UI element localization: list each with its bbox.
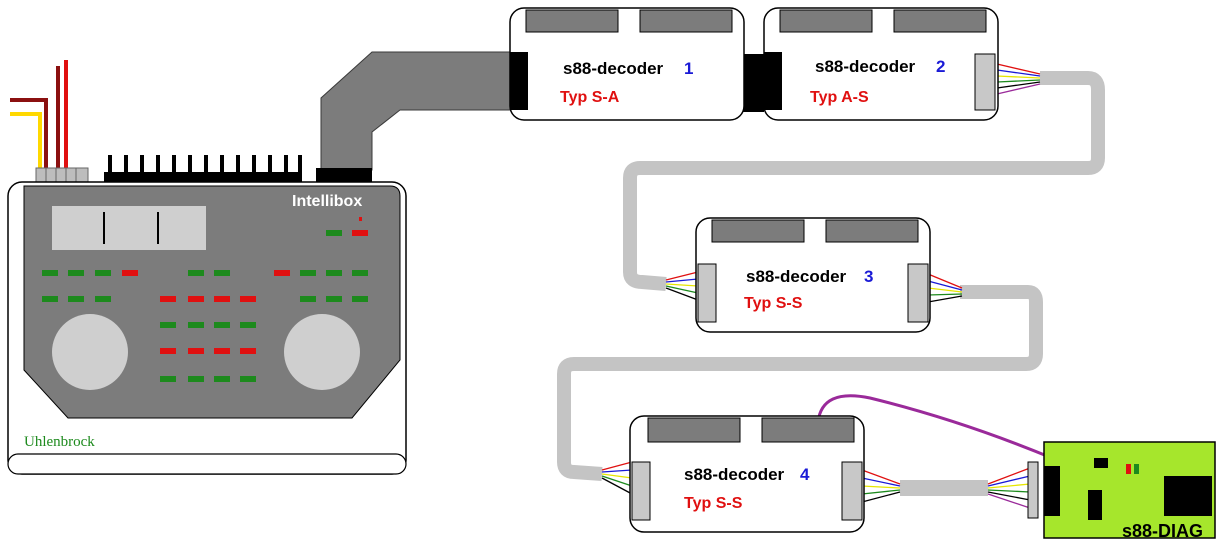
led	[352, 230, 368, 236]
purple-wire-decoder-4-to-diag	[816, 394, 1053, 460]
decoder-4: s88-decoder 4 Typ S-S	[629, 415, 865, 533]
decoder-3-type: Typ S-S	[744, 295, 803, 312]
decoder-1-number: 1	[684, 59, 693, 78]
cable-decoder-3-to-decoder-4	[557, 285, 1043, 481]
diag-input-housing	[1044, 466, 1060, 516]
decoder-1-label: s88-decoder	[563, 59, 664, 78]
decoder-2-block-right	[893, 9, 987, 33]
decoder-1: s88-decoder 1 Typ S-A	[509, 7, 745, 121]
intellibox-device: Intellibox	[7, 60, 407, 475]
decoder-1-block-right	[639, 9, 733, 33]
decoder-1-ribbon-socket	[510, 52, 528, 110]
decoder-2-number: 2	[936, 57, 945, 76]
diag-led-red	[1126, 464, 1131, 474]
decoder-2-connector	[974, 53, 996, 111]
intellibox-name: Intellibox	[292, 193, 362, 210]
decoder-4-box	[629, 415, 865, 533]
s88-diag-board: s88-DIAG	[1027, 441, 1216, 541]
diag-chip-small	[1094, 458, 1108, 468]
diag-input-connector	[1027, 461, 1039, 519]
wire-fan-diag-in	[987, 467, 1031, 509]
decoder-2-label: s88-decoder	[815, 57, 916, 76]
decoder-4-block-left	[647, 417, 741, 443]
decoder-1-type: Typ S-A	[560, 89, 620, 106]
decoder-4-label: s88-decoder	[684, 465, 785, 484]
cable-decoder-2-to-decoder-3	[623, 71, 1105, 291]
decoder-3-block-right	[825, 219, 919, 243]
decoder-4-connector-out	[841, 461, 863, 521]
decoder-2: s88-decoder 2 Typ A-S	[763, 7, 999, 121]
decoder-4-number: 4	[800, 465, 810, 484]
led	[326, 230, 342, 236]
diag-chip	[1088, 490, 1102, 520]
diag-usb-port	[1164, 476, 1212, 516]
decoder-3-connector-out	[907, 263, 929, 323]
ribbon-link-decoder-1-to-2	[742, 54, 764, 112]
decoder-2-block-left	[779, 9, 873, 33]
wire-fan-decoder-3-in	[665, 271, 699, 301]
wire-fan-decoder-2	[996, 63, 1041, 95]
power-wires	[10, 60, 68, 172]
left-control-knob	[52, 314, 128, 390]
right-control-knob	[284, 314, 360, 390]
decoder-4-block-right	[761, 417, 855, 443]
decoder-3: s88-decoder 3 Typ S-S	[695, 217, 931, 333]
button-grid	[42, 270, 368, 382]
decoder-3-label: s88-decoder	[746, 267, 847, 286]
bus-cables	[320, 51, 1105, 509]
brand-label: Uhlenbrock	[24, 434, 95, 450]
decoder-3-box	[695, 217, 931, 333]
ribbon-cable-intellibox-to-decoder-1	[320, 51, 513, 171]
decoder-4-connector-in	[631, 461, 651, 521]
wire-fan-decoder-3-out	[927, 273, 963, 303]
wire-fan-decoder-4-in	[601, 461, 633, 495]
wire-fan-decoder-4-out	[861, 469, 901, 503]
decoder-3-connector-in	[697, 263, 717, 323]
decoder-1-block-left	[525, 9, 619, 33]
decoder-2-ribbon-socket	[764, 52, 782, 110]
decoder-3-number: 3	[864, 267, 873, 286]
diag-label: s88-DIAG	[1122, 521, 1203, 541]
decoder-2-type: Typ A-S	[810, 89, 869, 106]
display-screen	[52, 206, 206, 250]
diag-led-green	[1134, 464, 1139, 474]
decoder-3-block-left	[711, 219, 805, 243]
decoder-4-type: Typ S-S	[684, 495, 743, 512]
